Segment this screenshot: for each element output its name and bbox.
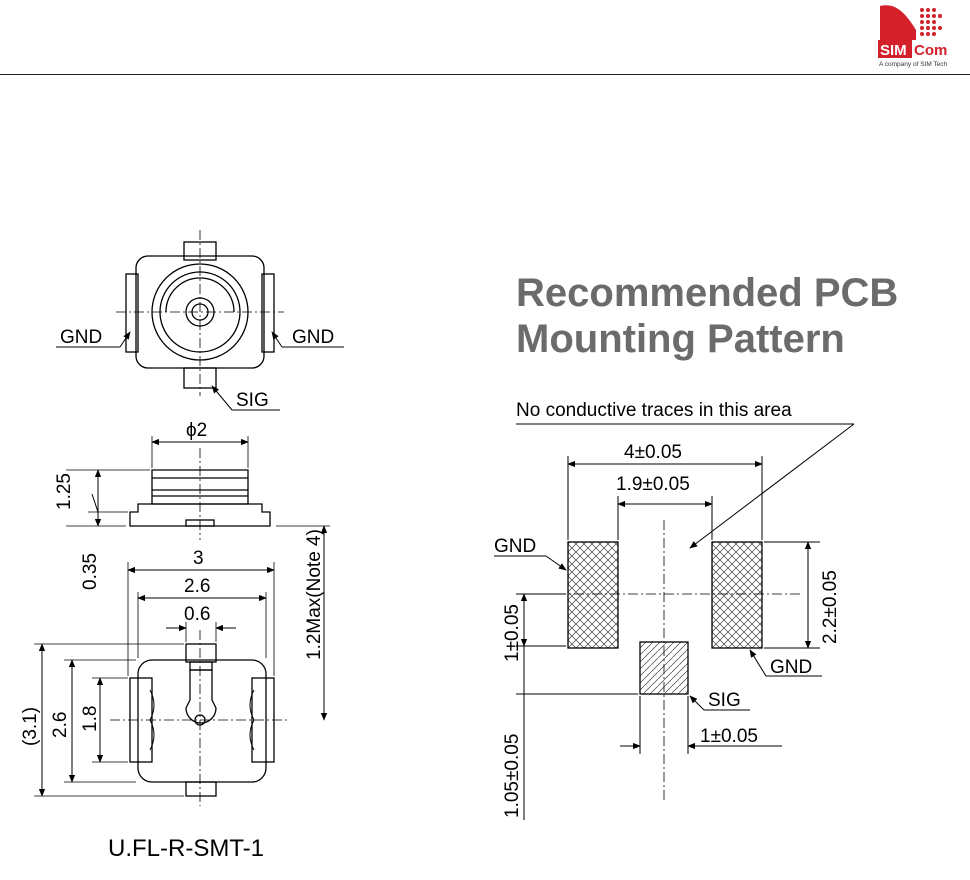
bottom-view-height-26: 2.6 — [50, 712, 71, 738]
top-view-gnd-right-label: GND — [292, 327, 334, 348]
pcb-dim-pad-height: 2.2±0.05 — [820, 570, 841, 644]
bottom-view-width-06: 0.6 — [184, 604, 210, 625]
pcb-note: No conductive traces in this area — [516, 400, 792, 421]
bottom-view-width-3: 3 — [193, 548, 204, 569]
pcb-dim-gap: 1.9±0.05 — [616, 474, 690, 495]
pcb-dim-total-width: 4±0.05 — [624, 442, 682, 463]
pcb-label-gnd-right: GND — [770, 657, 812, 678]
side-view-height-125: 1.25 — [54, 473, 75, 510]
pcb-label-gnd-left: GND — [494, 536, 536, 557]
side-view-height-max: 1.2Max(Note 4) — [304, 529, 325, 660]
part-name: U.FL-R-SMT-1 — [108, 835, 264, 862]
bottom-view-height-18: 1.8 — [80, 706, 101, 732]
bottom-view-height-31: (3.1) — [20, 707, 41, 746]
side-view-height-035: 0.35 — [80, 553, 101, 590]
connector-bottom-view — [34, 562, 290, 806]
pcb-dim-offset: 1±0.05 — [502, 604, 523, 662]
pcb-title-line2: Mounting Pattern — [516, 317, 845, 361]
pcb-title-line1: Recommended PCB — [516, 271, 898, 315]
pcb-pad-gnd-left — [568, 542, 618, 648]
pcb-dim-sig-width: 1±0.05 — [700, 726, 758, 747]
side-view-diameter-label: ϕ2 — [186, 420, 207, 441]
pcb-label-sig: SIG — [708, 690, 741, 711]
pcb-dim-sig-offset: 1.05±0.05 — [502, 734, 523, 818]
pcb-pad-gnd-right — [712, 542, 762, 648]
top-view-sig-label: SIG — [236, 390, 269, 411]
top-view-gnd-left-label: GND — [60, 327, 102, 348]
connector-top-view — [56, 230, 344, 410]
bottom-view-width-26: 2.6 — [184, 576, 210, 597]
